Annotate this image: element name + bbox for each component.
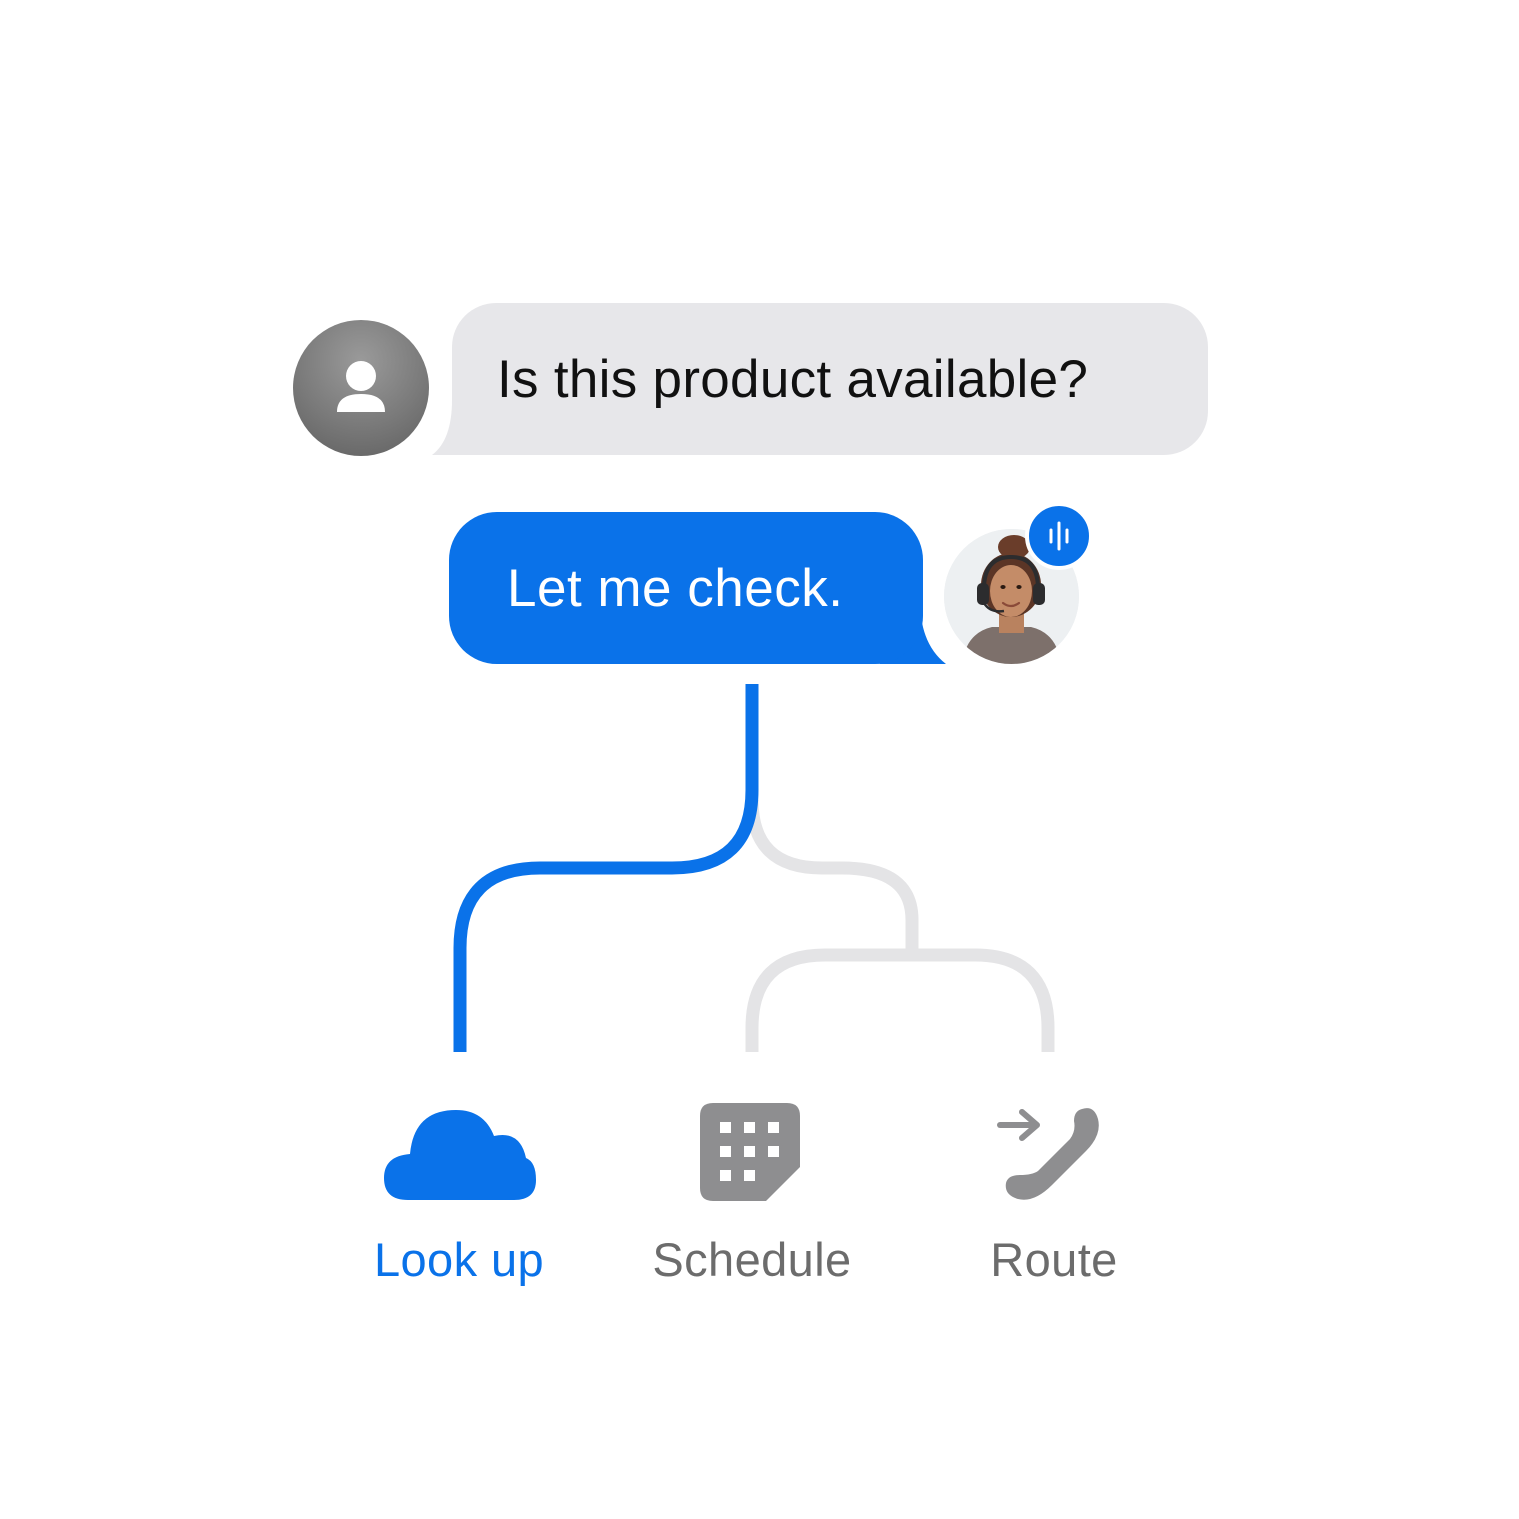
connector-active bbox=[453, 684, 759, 1052]
connector-inactive-branch bbox=[745, 799, 919, 1052]
phone-forward-icon[interactable] bbox=[972, 1095, 1132, 1205]
cloud-icon[interactable] bbox=[380, 1100, 540, 1210]
customer-message-text: Is this product available? bbox=[497, 349, 1089, 409]
voice-wave-icon bbox=[1049, 521, 1069, 551]
action-label-look-up[interactable]: Look up bbox=[373, 1233, 545, 1286]
action-label-route[interactable]: Route bbox=[990, 1233, 1118, 1286]
calendar-icon[interactable] bbox=[670, 1095, 830, 1205]
customer-message-bubble bbox=[452, 303, 1208, 455]
agent-message-text: Let me check. bbox=[507, 558, 844, 618]
user-icon bbox=[337, 361, 385, 412]
agent-message-bubble bbox=[449, 512, 923, 664]
customer-avatar bbox=[293, 320, 429, 456]
action-label-schedule[interactable]: Schedule bbox=[652, 1233, 852, 1286]
voice-activity-badge bbox=[1025, 502, 1093, 570]
connector-route bbox=[912, 948, 1055, 1052]
